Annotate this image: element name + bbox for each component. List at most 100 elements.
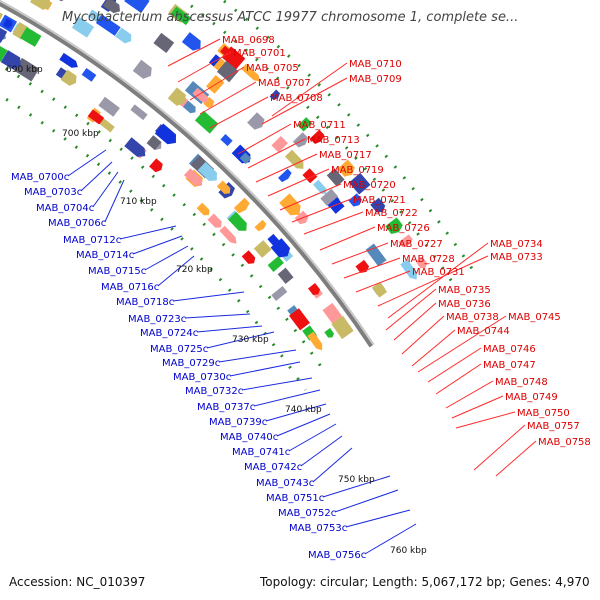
gene-arrow	[183, 168, 203, 186]
gene-block	[337, 159, 355, 177]
gene-block	[278, 168, 292, 183]
gene-block	[51, 0, 68, 2]
reverse-leader-line	[345, 509, 411, 528]
gene-arrow	[269, 89, 281, 101]
gene-arrow	[324, 327, 335, 338]
gene-arrow	[241, 63, 261, 82]
gene-block	[0, 45, 8, 62]
gene-box	[81, 68, 97, 82]
gene-arrow	[30, 0, 51, 10]
gene-box	[267, 256, 284, 272]
gene-block	[0, 27, 8, 43]
gene-arrow	[355, 259, 370, 273]
leader-lines	[67, 38, 537, 555]
gene-block	[194, 110, 219, 134]
gene-arrow	[233, 197, 250, 214]
gene-arrow	[207, 213, 222, 228]
gene-block	[167, 87, 186, 106]
forward-leader-line	[435, 363, 482, 395]
gene-arrow	[294, 210, 309, 225]
forward-gene-label: MAB_0720	[343, 180, 396, 191]
forward-leader-line	[199, 81, 257, 115]
gene-box	[271, 136, 288, 153]
gene-block	[254, 219, 267, 232]
reverse-gene-label: MAB_0741c	[232, 447, 290, 458]
gene-arrow	[307, 331, 323, 351]
gene-arrow	[102, 0, 121, 14]
forward-leader-line	[387, 242, 489, 319]
gene-arrow	[192, 87, 209, 103]
gene-block	[269, 89, 281, 101]
forward-gene-label: MAB_0734	[490, 239, 543, 250]
reverse-gene-label: MAB_0723c	[128, 314, 186, 325]
reverse-gene-label: MAB_0729c	[162, 358, 220, 369]
forward-gene-label: MAB_0721	[353, 195, 406, 206]
scale-label: 740 kbp	[285, 405, 322, 415]
gene-block	[279, 193, 301, 216]
forward-gene-label: MAB_0728	[402, 254, 455, 265]
reverse-gene-label: MAB_0743c	[256, 478, 314, 489]
forward-leader-line	[385, 288, 437, 331]
forward-gene-label: MAB_0717	[319, 150, 372, 161]
forward-gene-label: MAB_0719	[331, 165, 384, 176]
forward-gene-label: MAB_0748	[495, 377, 548, 388]
reverse-leader-line	[119, 225, 177, 240]
reverse-leader-line	[218, 349, 297, 363]
gene-box	[20, 27, 42, 47]
gene-arrow	[267, 233, 280, 246]
reverse-leader-line	[80, 161, 113, 192]
reverse-leader-line	[288, 423, 337, 452]
reverse-leader-line	[92, 171, 119, 208]
gene-block	[270, 238, 291, 258]
gene-block	[271, 286, 288, 301]
gene-box	[99, 118, 115, 133]
gene-arrow	[216, 180, 231, 194]
gene-arrow	[228, 211, 247, 231]
reverse-leader-line	[104, 179, 125, 223]
gene-arrow	[203, 96, 215, 109]
reverse-leader-line	[132, 235, 183, 255]
gene-arrow	[308, 283, 321, 296]
gene-box	[331, 315, 354, 340]
reverse-gene-label: MAB_0716c	[101, 282, 159, 293]
gene-block	[153, 32, 175, 53]
forward-leader-line	[279, 183, 342, 211]
gene-block	[20, 27, 42, 47]
gene-arrow	[132, 59, 152, 79]
gene-arrow	[385, 217, 403, 235]
dotted-guide-ring	[0, 63, 329, 377]
gene-block	[154, 123, 176, 145]
reverse-gene-label: MAB_0751c	[266, 493, 324, 504]
scale-label: 730 kbp	[232, 335, 269, 345]
gene-block	[228, 211, 247, 231]
gene-box	[71, 16, 95, 38]
gene-block	[326, 168, 345, 187]
gene-arrow	[415, 256, 428, 269]
gene-arrow	[241, 250, 256, 264]
forward-leader-line	[411, 329, 456, 367]
forward-gene-label: MAB_0745	[508, 312, 561, 323]
gene-block	[207, 213, 222, 228]
reverse-gene-label: MAB_0752c	[278, 508, 336, 519]
scale-label: 750 kbp	[338, 475, 375, 485]
gene-box	[289, 308, 310, 331]
gene-block	[192, 87, 209, 103]
forward-leader-line	[177, 51, 232, 83]
gene-box	[194, 110, 219, 134]
gene-box	[220, 134, 233, 147]
gene-box	[0, 27, 8, 43]
forward-leader-line	[319, 226, 376, 251]
gene-arrow	[181, 32, 201, 51]
reverse-leader-line	[253, 389, 321, 407]
gene-block	[71, 16, 95, 38]
gene-box	[326, 168, 345, 187]
gene-arrow	[337, 159, 355, 177]
forward-gene-label: MAB_0733	[490, 252, 543, 263]
gene-box	[153, 32, 175, 53]
gene-block	[348, 172, 371, 195]
forward-gene-label: MAB_0711	[293, 120, 346, 131]
gene-block	[271, 136, 288, 153]
gene-block	[95, 14, 121, 36]
